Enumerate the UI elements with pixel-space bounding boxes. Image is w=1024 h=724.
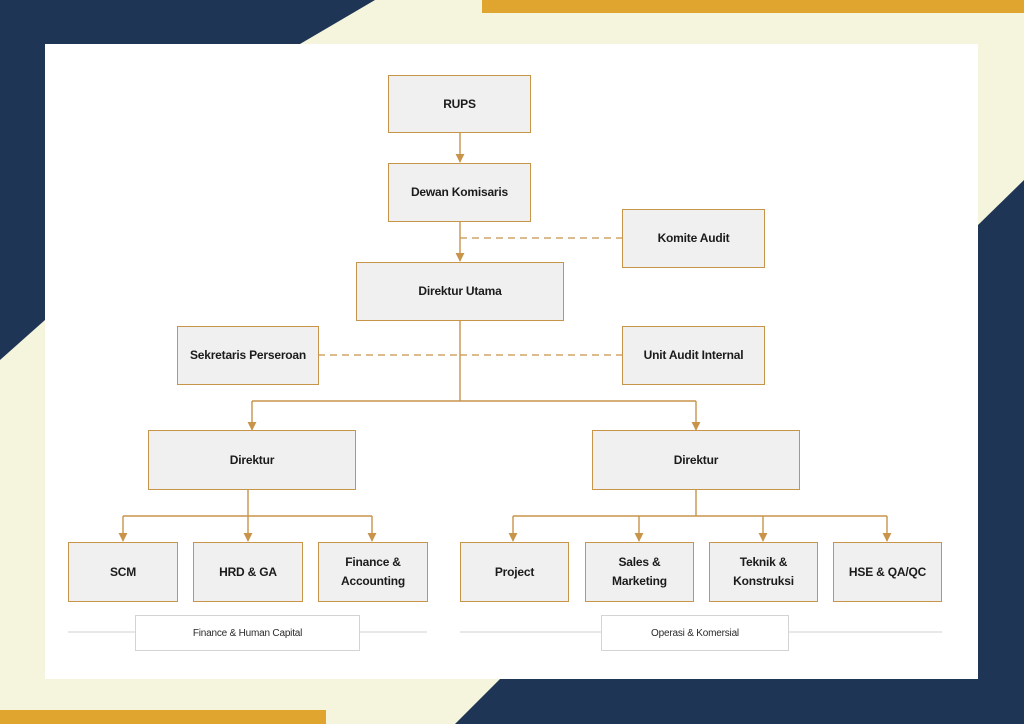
label-komite-audit: Komite Audit — [657, 231, 730, 245]
box-komite-audit: Komite Audit — [622, 209, 765, 268]
box-hse-qa-qc: HSE & QA/QC — [833, 542, 942, 602]
box-project: Project — [460, 542, 569, 602]
box-direktur-right: Direktur — [592, 430, 800, 490]
box-rups: RUPS — [388, 75, 531, 133]
group-label-operasi-komersial: Operasi & Komersial — [601, 615, 789, 651]
group-label-finance-human-capital: Finance & Human Capital — [135, 615, 360, 651]
label-finance-line2: Accounting — [341, 574, 405, 588]
label-scm: SCM — [109, 564, 137, 579]
label-sales-line2: Marketing — [612, 574, 667, 588]
label-sales-line1: Sales & — [618, 555, 661, 569]
label-sekretaris-perseroan: Sekretaris Perseroan — [189, 348, 307, 362]
label-project: Project — [494, 564, 535, 579]
label-direktur-right: Direktur — [673, 452, 719, 467]
box-sales-marketing: Sales & Marketing — [585, 542, 694, 602]
box-direktur-left: Direktur — [148, 430, 356, 490]
box-dewan-komisaris: Dewan Komisaris — [388, 163, 531, 222]
label-unit-audit-internal: Unit Audit Internal — [643, 348, 744, 362]
label-hrd-ga: HRD & GA — [219, 564, 277, 579]
box-sekretaris-perseroan: Sekretaris Perseroan — [177, 326, 319, 385]
label-dewan-komisaris: Dewan Komisaris — [410, 185, 509, 199]
label-sales-marketing: Sales & Marketing — [604, 553, 675, 591]
box-finance-accounting: Finance & Accounting — [318, 542, 428, 602]
gold-bar-bottom — [0, 710, 326, 724]
label-teknik-line1: Teknik & — [739, 555, 788, 569]
label-teknik-konstruksi: Teknik & Konstruksi — [725, 553, 802, 591]
box-direktur-utama: Direktur Utama — [356, 262, 564, 321]
label-teknik-line2: Konstruksi — [733, 574, 794, 588]
label-direktur-utama: Direktur Utama — [418, 284, 502, 298]
label-finance-accounting: Finance & Accounting — [333, 553, 413, 591]
org-chart-panel: RUPS Dewan Komisaris Komite Audit Direkt… — [45, 44, 978, 679]
label-hse-qa-qc: HSE & QA/QC — [848, 564, 927, 579]
box-unit-audit-internal: Unit Audit Internal — [622, 326, 765, 385]
label-rups: RUPS — [443, 96, 476, 111]
gold-bar-top — [482, 0, 1024, 13]
label-finance-line1: Finance & — [345, 555, 401, 569]
navy-corner-top-left — [0, 0, 375, 360]
box-hrd-ga: HRD & GA — [193, 542, 303, 602]
box-teknik-konstruksi: Teknik & Konstruksi — [709, 542, 818, 602]
connector-lines — [68, 133, 942, 633]
box-scm: SCM — [68, 542, 178, 602]
label-direktur-left: Direktur — [229, 452, 275, 467]
